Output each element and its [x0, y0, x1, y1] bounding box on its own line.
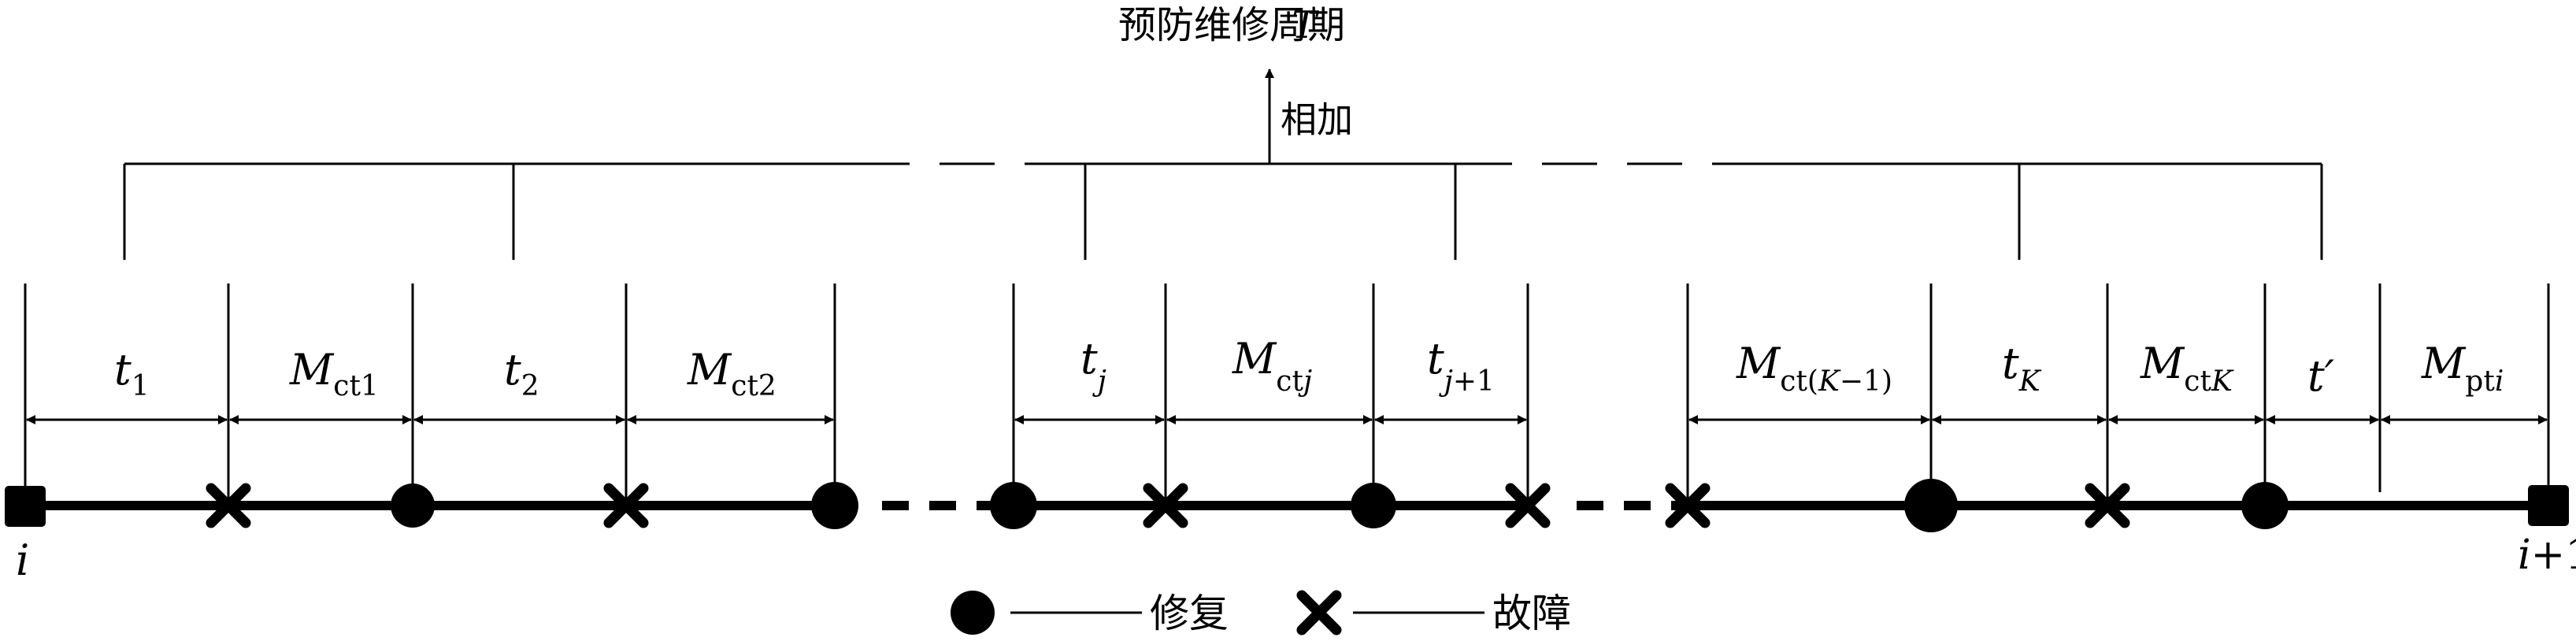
label-t2: t2	[504, 345, 539, 402]
failure-marker	[1505, 483, 1551, 528]
legend-repair-marker	[951, 591, 995, 635]
label-t1: t1	[114, 345, 150, 402]
result-label: 预防维修周期 T	[1118, 3, 1345, 47]
legend-failure-label: 故障	[1492, 591, 1571, 636]
repair-marker	[391, 484, 435, 528]
label-mpti: Mpti	[2421, 339, 2504, 398]
failure-marker	[1665, 483, 1711, 528]
label-mct1: Mct1	[289, 345, 379, 402]
label-mctk1: Mct(K−1)	[1736, 339, 1892, 398]
result-symbol: T	[1292, 3, 1319, 47]
sum-bracket	[123, 162, 2323, 260]
start-square-marker	[5, 486, 46, 527]
failure-marker	[603, 483, 649, 528]
repair-marker	[990, 482, 1037, 529]
label-mctj: Mctj	[1232, 334, 1312, 398]
repair-marker	[1904, 479, 1958, 532]
start-label: i	[16, 535, 29, 585]
failure-marker	[206, 483, 251, 528]
label-tprime: t′	[2307, 351, 2334, 401]
failure-marker	[1143, 483, 1188, 528]
label-tj1: tj+1	[1427, 334, 1495, 398]
label-mct2: Mct2	[687, 345, 777, 402]
failure-events	[206, 483, 2130, 528]
repair-marker	[811, 482, 858, 529]
repair-marker	[2241, 482, 2289, 529]
label-mctk: MctK	[2140, 339, 2234, 398]
interval-labels: t1 Mct1 t2 Mct2 tj Mctj tj+1 Mct(K−1) tK…	[114, 334, 2504, 402]
result-label-text: 预防维修周期	[1118, 3, 1345, 47]
repair-events	[391, 479, 2289, 532]
legend-repair-label: 修复	[1150, 591, 1229, 636]
sum-label: 相加	[1281, 98, 1353, 141]
end-label: i+1	[2518, 532, 2576, 579]
event-ticks	[24, 283, 2550, 504]
repair-marker	[1351, 483, 1396, 528]
legend: 修复 故障	[951, 590, 1571, 636]
failure-marker	[2085, 483, 2130, 528]
end-square-marker	[2528, 485, 2569, 526]
legend-failure-marker	[1296, 590, 1342, 635]
label-tj: tj	[1080, 334, 1106, 398]
label-tk: tK	[2002, 339, 2042, 398]
